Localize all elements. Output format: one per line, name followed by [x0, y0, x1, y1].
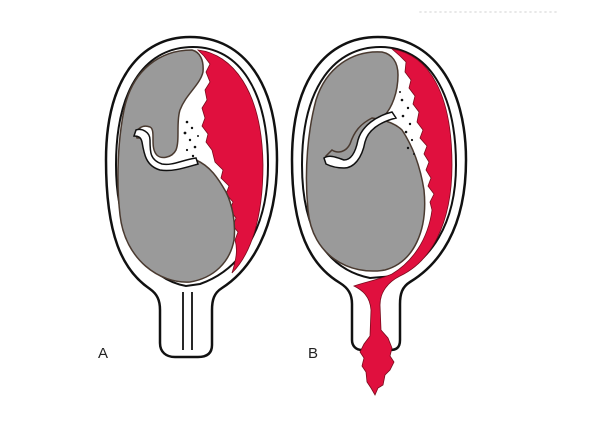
- panel-label-b: B: [308, 345, 319, 362]
- cervical-canal-a: [182, 292, 193, 350]
- revealed-hemorrhage-b: [352, 48, 453, 396]
- umbilical-cord-b: [323, 111, 398, 169]
- concealed-hemorrhage-a: [196, 49, 264, 274]
- faint-dotted-artifact: [418, 11, 558, 13]
- placenta-dots-b: [399, 91, 415, 155]
- panel-label-a: A: [98, 345, 109, 362]
- umbilical-cord-a: [132, 128, 199, 172]
- panel-b-uterus: [290, 35, 468, 396]
- panel-a-uterus: [104, 35, 279, 359]
- placenta-dots-a: [183, 120, 199, 158]
